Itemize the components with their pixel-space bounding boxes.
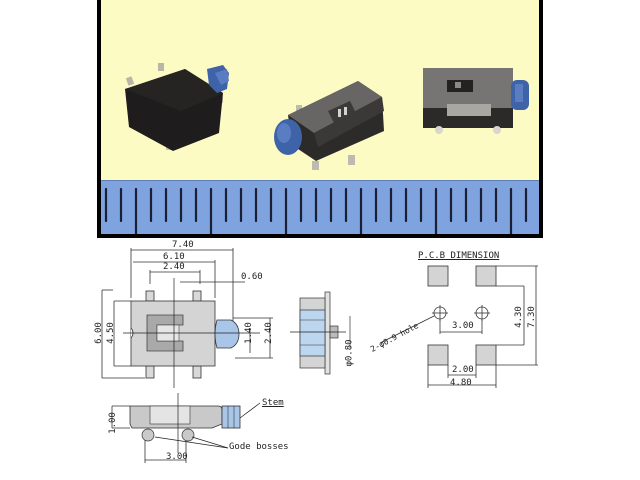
dim-overall-width: 7.40 (172, 240, 194, 250)
ruler-ticks (104, 187, 528, 234)
dim-stem-inner: 1.40 (243, 322, 254, 344)
dim-stem-diameter: φ0.80 (344, 339, 355, 367)
side-view-drawing (290, 291, 351, 375)
dim-terminal-pitch: 2.40 (163, 262, 185, 272)
dim-terminal-width: 0.60 (241, 272, 263, 282)
dim-outer-height: 7.30 (526, 306, 537, 328)
photo-background (101, 0, 539, 234)
dim-stem-outer: 2.40 (263, 322, 274, 344)
switch-bottom-view (125, 63, 229, 151)
dim-front-height: 1.00 (107, 412, 118, 434)
pcb-footprint-drawing (379, 265, 538, 388)
dim-body-height: 4.50 (105, 322, 116, 344)
dim-pad-gap: 2.00 (452, 365, 474, 375)
dim-pad-span: 4.80 (450, 378, 472, 388)
front-view-drawing (111, 393, 261, 463)
dim-body-width: 6.10 (163, 252, 185, 262)
dim-overall-height: 6.00 (93, 322, 104, 344)
scale-ruler (101, 180, 539, 234)
switch-top-view (423, 68, 529, 134)
callout-stem: Stem (262, 398, 284, 408)
switch-angled-top-view (274, 81, 384, 170)
dim-boss-pitch: 3.00 (166, 452, 188, 462)
technical-drawing: 7.40 6.10 2.40 0.60 6.00 4.50 1.40 2.40 … (0, 238, 640, 480)
pcb-title: P.C.B DIMENSION (418, 251, 500, 261)
product-photo (97, 0, 543, 238)
dim-inner-height: 4.30 (513, 306, 524, 328)
top-view-drawing (101, 248, 273, 388)
dim-hole-pitch: 3.00 (452, 321, 474, 331)
callout-gode-bosses: Gode bosses (229, 442, 289, 452)
